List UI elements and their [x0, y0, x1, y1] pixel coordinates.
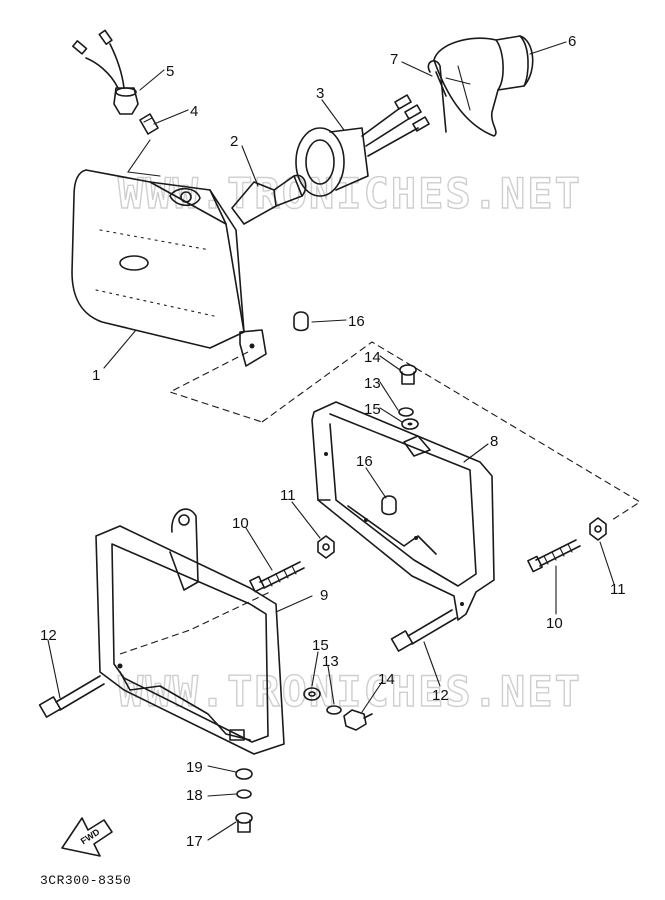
part-15-washer-bottom	[303, 687, 321, 701]
part-11-nut-right	[589, 517, 607, 541]
fwd-label: FWD	[79, 826, 102, 846]
callout-12-left: 12	[40, 627, 57, 644]
callout-12-right: 12	[432, 687, 449, 704]
callout-13-bottom: 13	[322, 653, 339, 670]
callout-16-mid: 16	[356, 453, 373, 470]
part-8-inner-bracket	[311, 401, 495, 621]
callout-3: 3	[316, 85, 324, 102]
part-6-rubber-cover	[433, 35, 534, 137]
part-13-washer-top	[398, 407, 414, 417]
part-11-nut-left	[317, 535, 335, 559]
callout-labels: 5 4 3 2 7 6 1 16 14 13 15 8 16 11 10 9 1…	[40, 33, 626, 850]
callout-17: 17	[186, 833, 203, 850]
callout-5: 5	[166, 63, 174, 80]
callout-15-top: 15	[364, 401, 381, 418]
callout-15-bottom: 15	[312, 637, 329, 654]
callout-11-right: 11	[610, 581, 626, 598]
part-13-washer-bottom	[326, 705, 342, 715]
part-15-washer-top	[401, 418, 419, 430]
callout-2: 2	[230, 133, 238, 150]
part-9-outer-frame	[95, 508, 285, 755]
part-18-washer	[236, 789, 252, 799]
diagram-code: 3CR300-8350	[40, 873, 131, 888]
callout-18: 18	[186, 787, 203, 804]
fwd-arrow-icon: FWD	[61, 817, 113, 857]
callout-10-right: 10	[546, 615, 563, 632]
callout-8: 8	[490, 433, 498, 450]
watermark-top: WWW.TRONICHES.NET	[118, 169, 582, 218]
part-7-clip	[427, 60, 447, 133]
part-5-socket	[72, 29, 139, 115]
part-16-grommet-mid	[381, 495, 397, 516]
part-14-screw-top	[399, 364, 417, 385]
part-17-screw	[235, 812, 253, 833]
callout-4: 4	[190, 103, 198, 120]
callout-16-top: 16	[348, 313, 365, 330]
callout-7: 7	[390, 51, 398, 68]
part-12-bolt-left	[38, 675, 105, 718]
part-19-washer	[235, 768, 253, 780]
watermark-bottom: WWW.TRONICHES.NET	[118, 667, 582, 716]
callout-13-top: 13	[364, 375, 381, 392]
callout-14-bottom: 14	[378, 671, 395, 688]
callout-9: 9	[320, 587, 328, 604]
callout-14-top: 14	[364, 349, 381, 366]
callout-1: 1	[92, 367, 100, 384]
callout-19: 19	[186, 759, 203, 776]
part-3-bulb-socket	[295, 94, 430, 197]
callout-10-left: 10	[232, 515, 249, 532]
part-2-main-bulb	[231, 174, 307, 225]
part-16-grommet-top	[293, 311, 309, 332]
callout-6: 6	[568, 33, 576, 50]
callout-11-left: 11	[280, 487, 296, 504]
part-10-bolt-right	[527, 539, 581, 573]
part-10-bolt-left	[249, 561, 305, 593]
part-14-screw-bottom	[343, 709, 373, 731]
leader-lines	[47, 41, 615, 841]
part-1-headlight-housing	[71, 169, 267, 367]
part-12-bolt-right	[390, 609, 457, 652]
part-4-bulb	[139, 113, 159, 135]
